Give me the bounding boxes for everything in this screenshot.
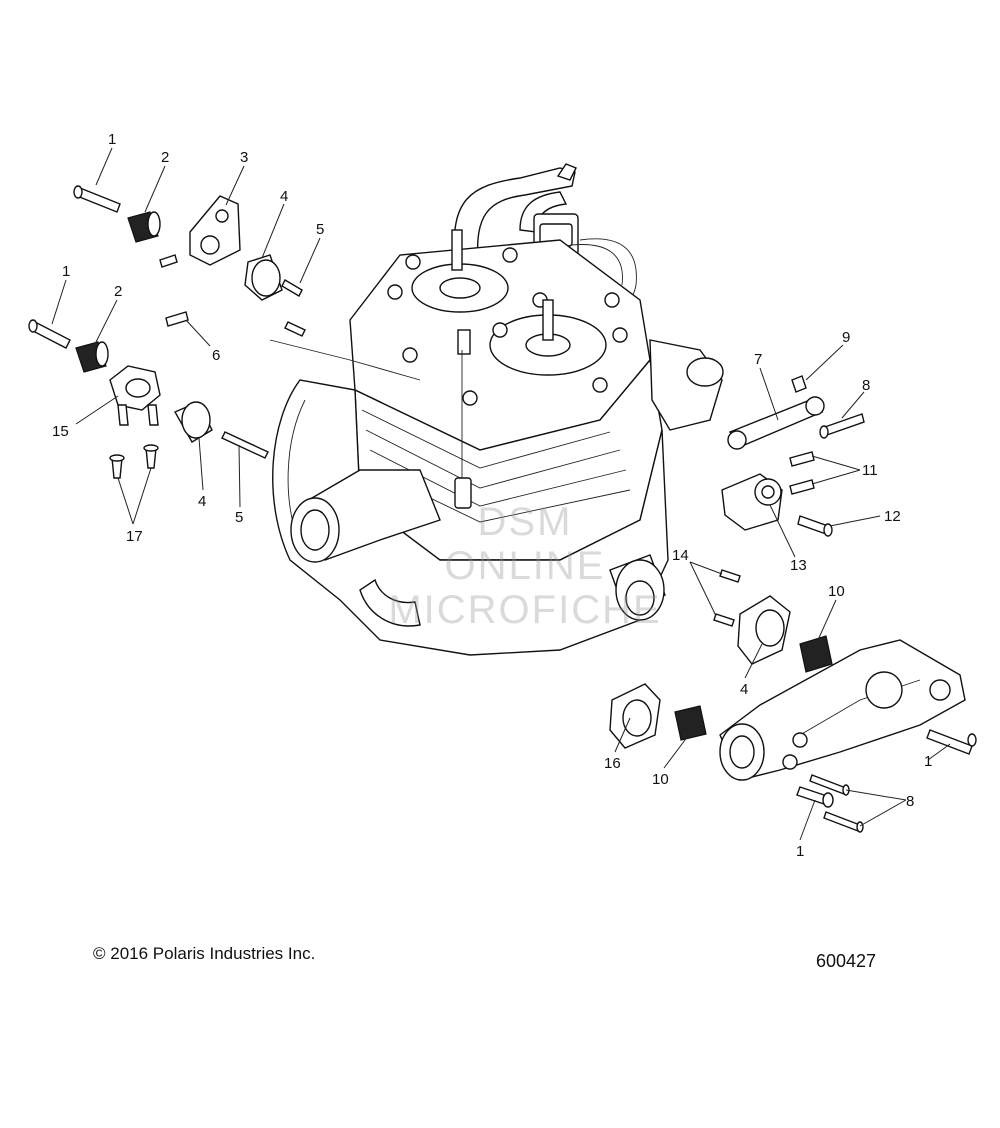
callout-5: 5 [316,221,324,238]
callout-1: 1 [108,131,116,148]
callout-13: 13 [790,557,807,574]
callout-3: 3 [240,149,248,166]
engine-assembly [269,163,724,656]
leader-lines [51,147,951,841]
copyright-notice: © 2016 Polaris Industries Inc. [93,944,316,963]
callout-14: 14 [672,547,689,564]
callout-7: 7 [754,351,762,368]
callout-4: 4 [740,681,748,698]
left-upper-mount-parts [73,185,306,337]
figure-number: 600427 [816,951,877,971]
callout-4: 4 [280,188,288,205]
callout-labels: 1 2 3 4 5 1 2 6 15 4 5 17 7 9 8 11 12 13… [52,131,932,860]
callout-9: 9 [842,329,850,346]
callout-11: 11 [862,462,878,479]
callout-16: 16 [604,755,621,772]
callout-8: 8 [862,377,870,394]
callout-10: 10 [652,771,669,788]
callout-4: 4 [198,493,206,510]
callout-1: 1 [62,263,70,280]
right-lower-mount-parts [609,569,977,833]
callout-10: 10 [828,583,845,600]
callout-15: 15 [52,423,69,440]
callout-5: 5 [235,509,243,526]
right-upper-mount-parts [721,375,865,537]
left-lower-mount-parts [28,319,269,479]
callout-6: 6 [212,347,220,364]
callout-12: 12 [884,508,901,525]
callout-17: 17 [126,528,143,545]
callout-1: 1 [796,843,804,860]
callout-2: 2 [114,283,122,300]
callout-2: 2 [161,149,169,166]
callout-1: 1 [924,753,932,770]
callout-8: 8 [906,793,914,810]
